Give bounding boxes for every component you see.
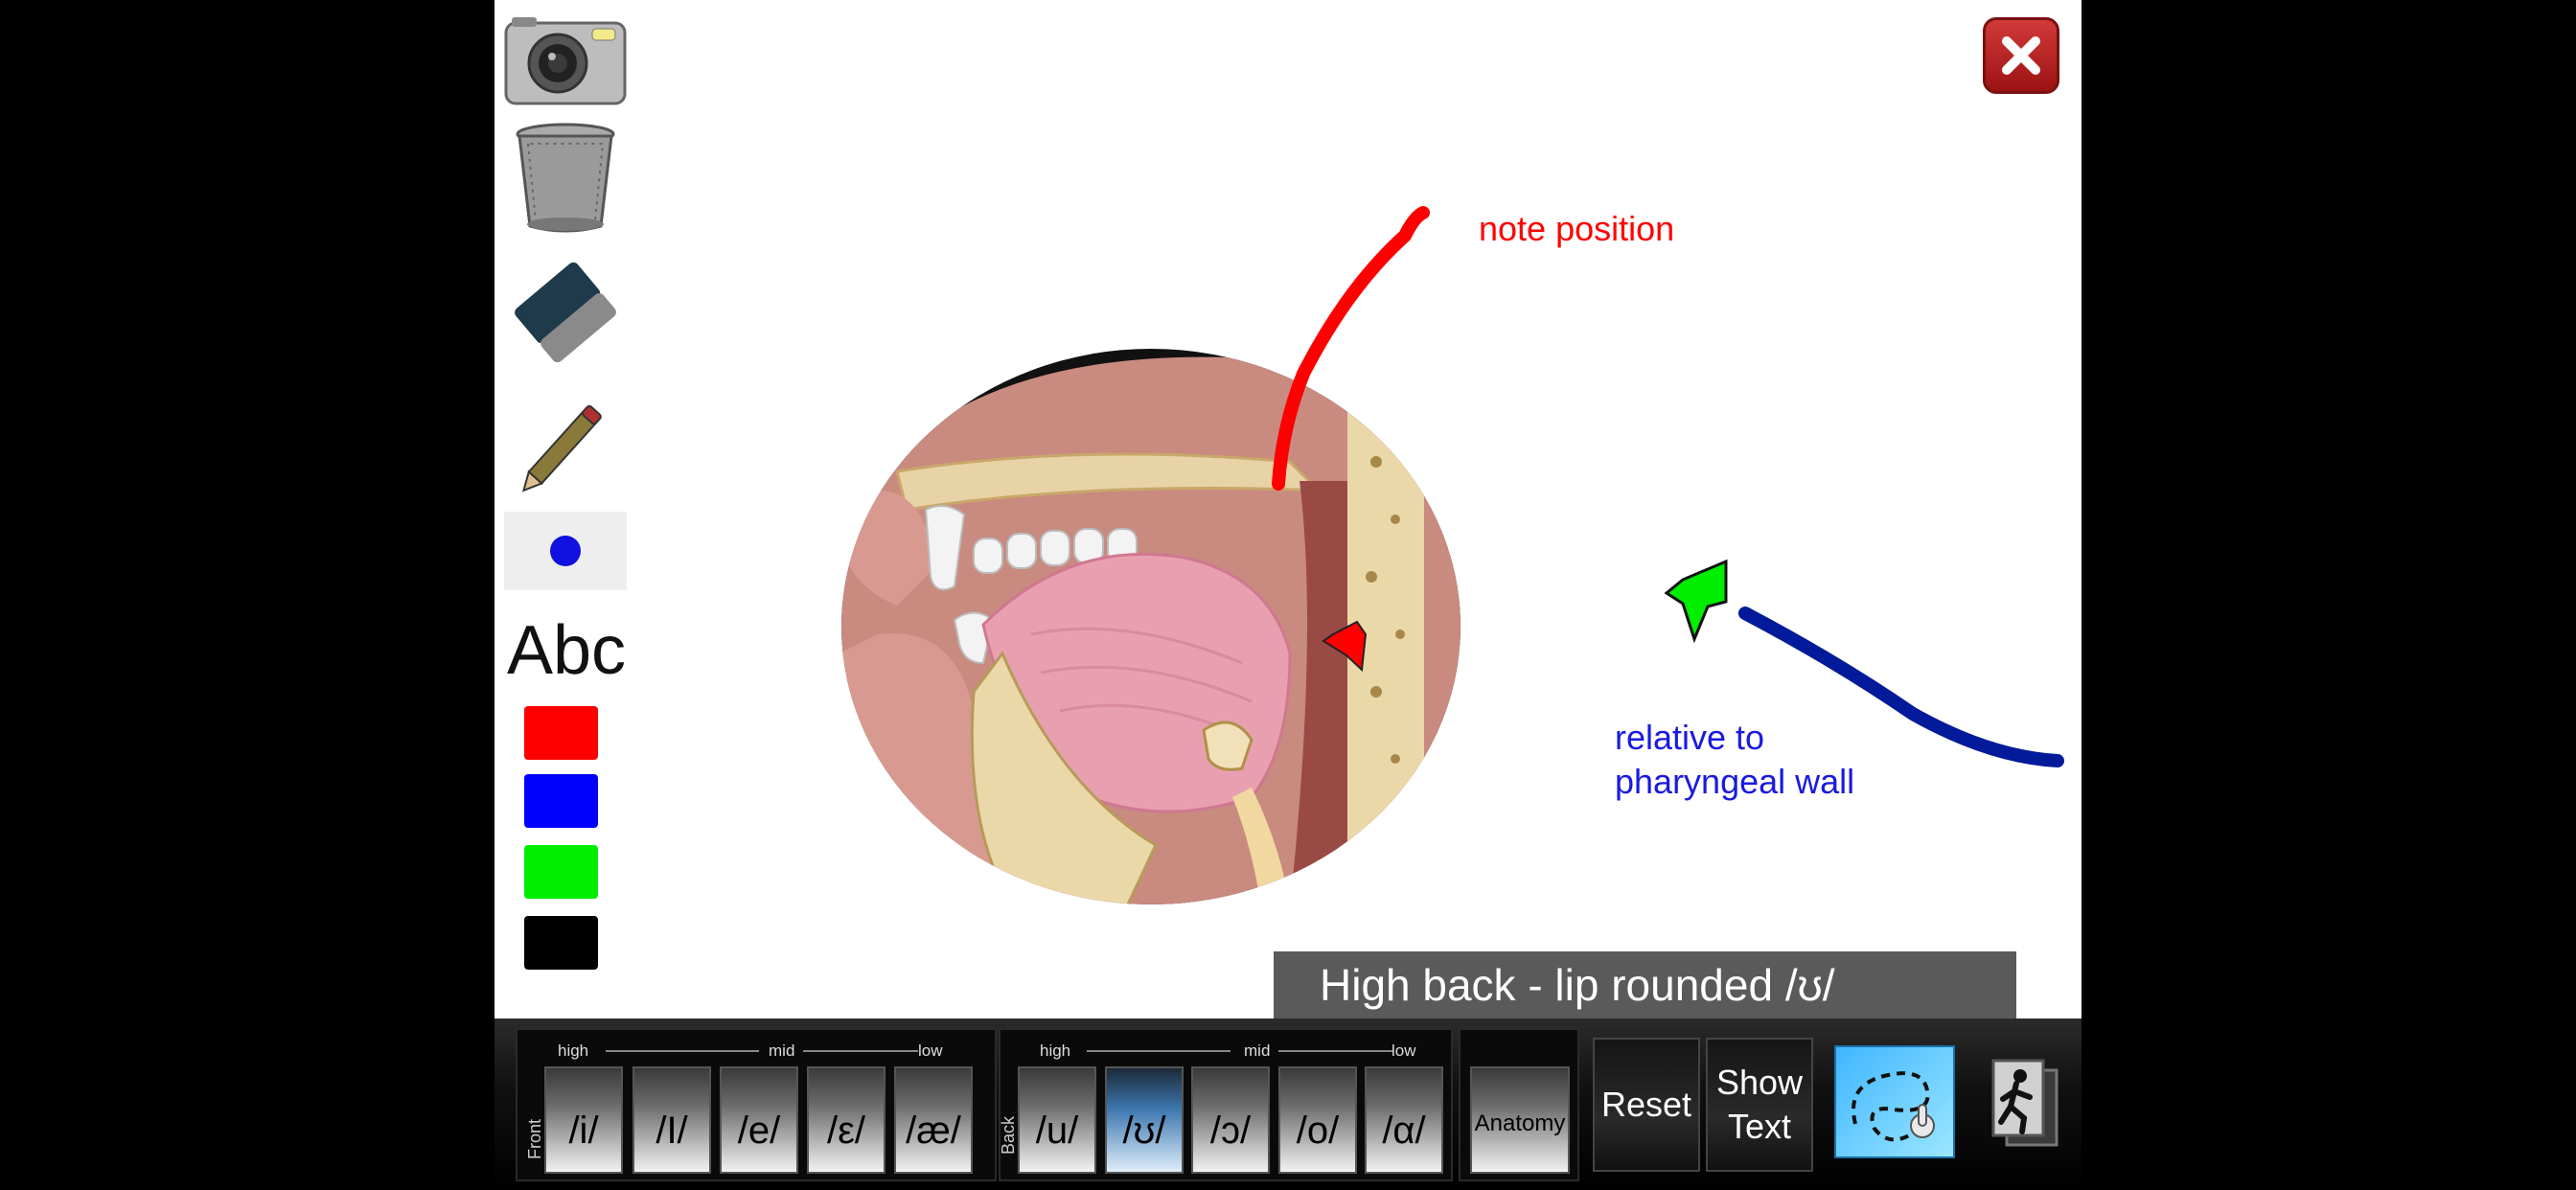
blue-annotation-line2: pharyngeal wall (1615, 762, 1855, 801)
scale-high-back: high (1040, 1041, 1071, 1060)
red-annotation-text: note position (1479, 209, 1675, 248)
red-pointer-stroke (1272, 206, 1430, 491)
eraser-icon[interactable] (504, 251, 627, 374)
vowel-caption: High back - lip rounded /ʊ/ (1274, 951, 2016, 1018)
vowel-button-I[interactable]: /I/ (632, 1066, 711, 1174)
back-label: Back (999, 1115, 1018, 1155)
vowel-button-u[interactable]: /u/ (1018, 1066, 1096, 1174)
anatomy-group: Anatomy (1459, 1028, 1579, 1181)
annotation-layer (1272, 206, 2064, 767)
color-green-swatch[interactable] (524, 845, 598, 899)
text-tool-button[interactable]: Abc (506, 612, 627, 689)
vowel-button-i[interactable]: /i/ (544, 1066, 623, 1174)
brush-dot-icon (550, 536, 581, 566)
close-icon (2002, 36, 2040, 75)
scale-mid: mid (769, 1041, 795, 1060)
scale-low: low (918, 1041, 943, 1060)
vowel-button-alpha[interactable]: /α/ (1365, 1066, 1443, 1174)
scale-high: high (558, 1041, 589, 1060)
color-red-swatch[interactable] (524, 706, 598, 760)
vowel-button-upsilon[interactable]: /ʊ/ (1105, 1066, 1184, 1174)
pencil-icon[interactable] (504, 393, 627, 498)
bottom-toolbar: Front high mid low /i/ /I/ /e/ /ε/ /æ/ B… (494, 1018, 2082, 1190)
show-text-line1: Show (1715, 1063, 1804, 1102)
running-man-exit-icon (1991, 1059, 2058, 1147)
vowel-button-ae[interactable]: /æ/ (894, 1066, 973, 1174)
red-arrow-shape (1322, 620, 1368, 673)
camera-icon[interactable] (504, 13, 627, 105)
front-vowel-group: Front high mid low /i/ /I/ /e/ /ε/ /æ/ (516, 1028, 997, 1181)
trash-icon[interactable] (504, 121, 627, 234)
scale-mid-back: mid (1244, 1041, 1271, 1060)
color-blue-swatch[interactable] (524, 774, 598, 828)
vocal-tract-image (841, 349, 1460, 904)
blue-pointer-stroke (1738, 606, 2064, 767)
scale-low-back: low (1392, 1041, 1416, 1060)
app-window: Abc (494, 0, 2082, 1190)
anatomy-button[interactable]: Anatomy (1470, 1066, 1570, 1174)
vowel-button-o[interactable]: /o/ (1278, 1066, 1357, 1174)
exit-button[interactable] (1974, 1051, 2060, 1156)
close-button[interactable] (1983, 17, 2059, 94)
color-black-swatch[interactable] (524, 916, 598, 970)
green-arrow-shape (1664, 559, 1728, 644)
show-text-button[interactable]: Show Text (1706, 1038, 1813, 1172)
drawing-canvas[interactable]: Abc (494, 0, 2082, 1018)
vowel-button-e[interactable]: /e/ (720, 1066, 798, 1174)
show-text-line2: Text (1727, 1107, 1792, 1146)
front-label: Front (525, 1118, 544, 1159)
brush-size-selector[interactable] (504, 512, 627, 590)
dashed-path-hand-icon (1852, 1071, 1935, 1142)
back-vowel-group: Back high mid low /u/ /ʊ/ /ɔ/ /o/ /α/ (999, 1028, 1453, 1181)
vowel-button-epsilon[interactable]: /ε/ (807, 1066, 886, 1174)
trace-tool-button[interactable] (1834, 1045, 1955, 1158)
reset-button[interactable]: Reset (1593, 1038, 1700, 1172)
blue-annotation-line1: relative to (1615, 718, 1765, 757)
reset-label: Reset (1600, 1085, 1692, 1124)
vowel-button-open-o[interactable]: /ɔ/ (1191, 1066, 1270, 1174)
